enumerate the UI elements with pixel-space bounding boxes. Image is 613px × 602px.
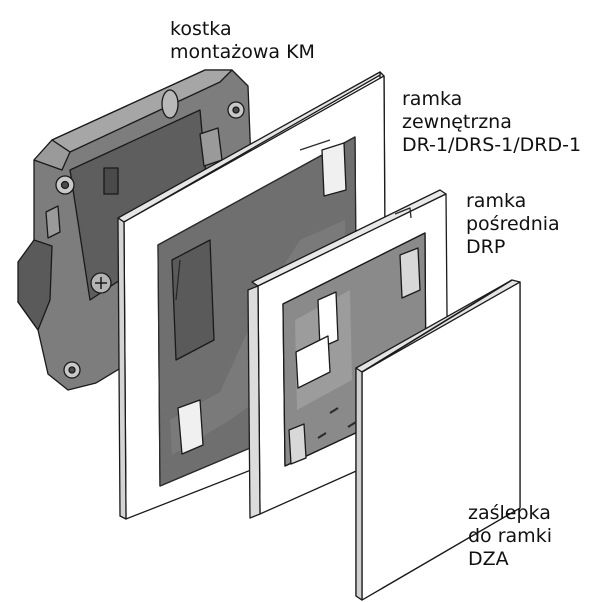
label-middle-frame-line1: ramka bbox=[466, 190, 527, 212]
label-middle-frame-line3: DRP bbox=[466, 236, 506, 258]
blank-cover bbox=[317, 279, 521, 601]
label-outer-frame-line2: zewnętrzna bbox=[402, 111, 512, 133]
label-mounting-block-line1: kostka bbox=[170, 18, 232, 40]
label-outer-frame: ramka zewnętrzna DR-1/DRS-1/DRD-1 bbox=[402, 88, 581, 157]
label-outer-frame-line3: DR-1/DRS-1/DRD-1 bbox=[402, 134, 582, 156]
label-mounting-block: kostka montażowa KM bbox=[170, 18, 315, 64]
label-outer-frame-line1: ramka bbox=[402, 88, 463, 110]
label-mounting-block-line2: montażowa KM bbox=[170, 41, 315, 63]
label-blank-cover-line3: DZA bbox=[468, 548, 509, 570]
label-middle-frame-line2: pośrednia bbox=[466, 213, 560, 235]
label-blank-cover-line1: zaślepka bbox=[468, 502, 551, 524]
label-blank-cover-line2: do ramki bbox=[468, 525, 552, 547]
label-blank-cover: zaślepka do ramki DZA bbox=[468, 502, 552, 571]
label-middle-frame: ramka pośrednia DRP bbox=[466, 190, 560, 259]
